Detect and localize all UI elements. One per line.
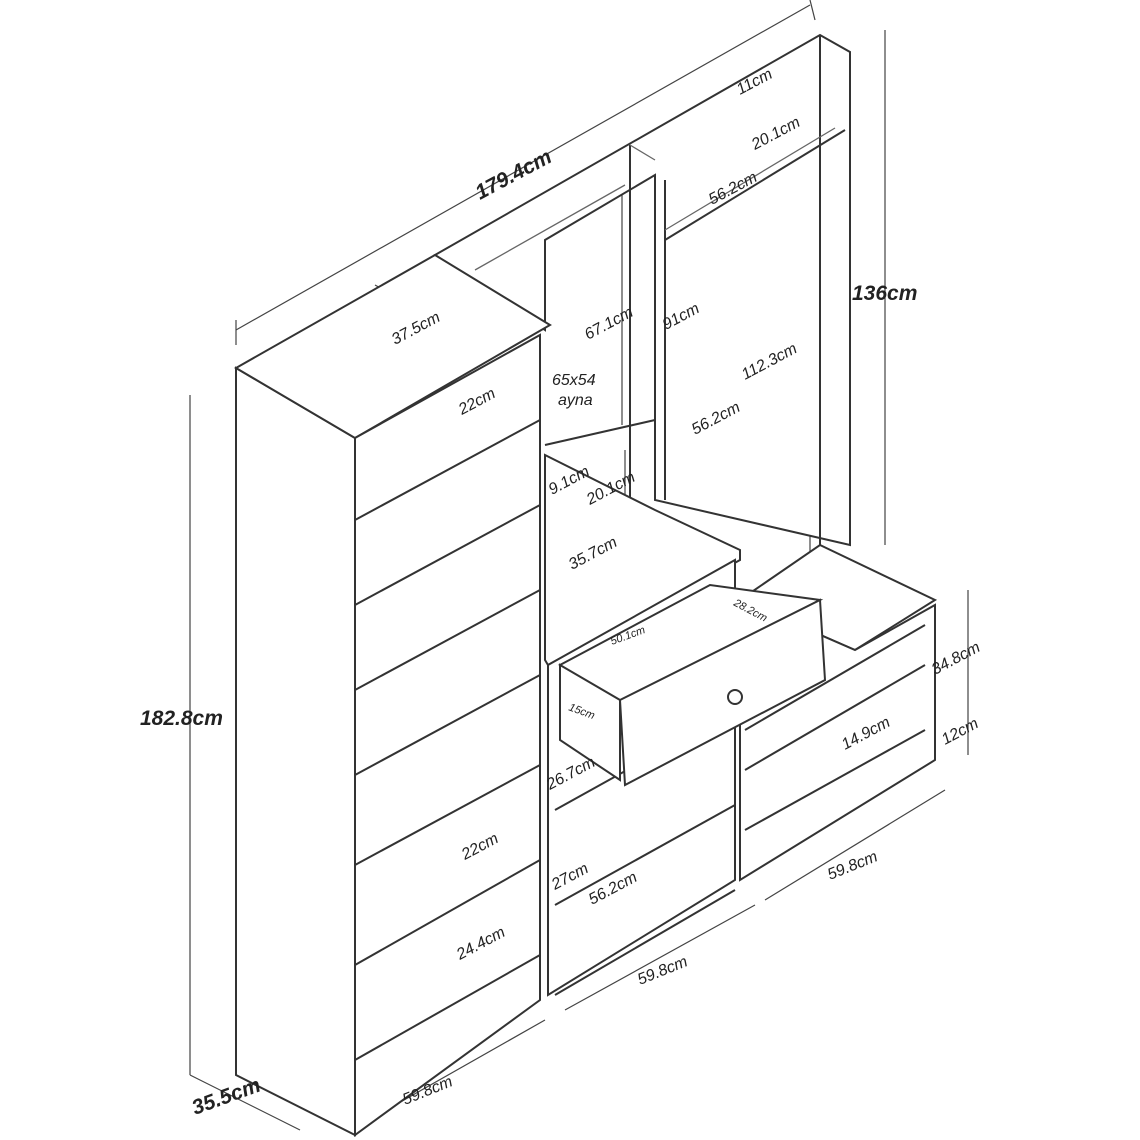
label-mid-width: 59.8cm — [635, 953, 690, 988]
label-bench-height: 34.8cm — [929, 639, 983, 679]
label-mirror-size: 65x54 — [552, 372, 596, 389]
label-right-width: 59.8cm — [825, 848, 880, 883]
label-right-height: 136cm — [852, 282, 917, 305]
label-bench-leg: 12cm — [939, 715, 982, 748]
drawer — [558, 583, 827, 787]
left-tall-unit — [234, 253, 552, 1137]
drawer-knob-icon — [727, 689, 743, 705]
label-total-height: 182.8cm — [140, 707, 223, 730]
label-mirror-name: ayna — [558, 392, 593, 409]
label-mirror-height: 67.1cm — [582, 304, 636, 344]
back-panels — [433, 33, 851, 547]
